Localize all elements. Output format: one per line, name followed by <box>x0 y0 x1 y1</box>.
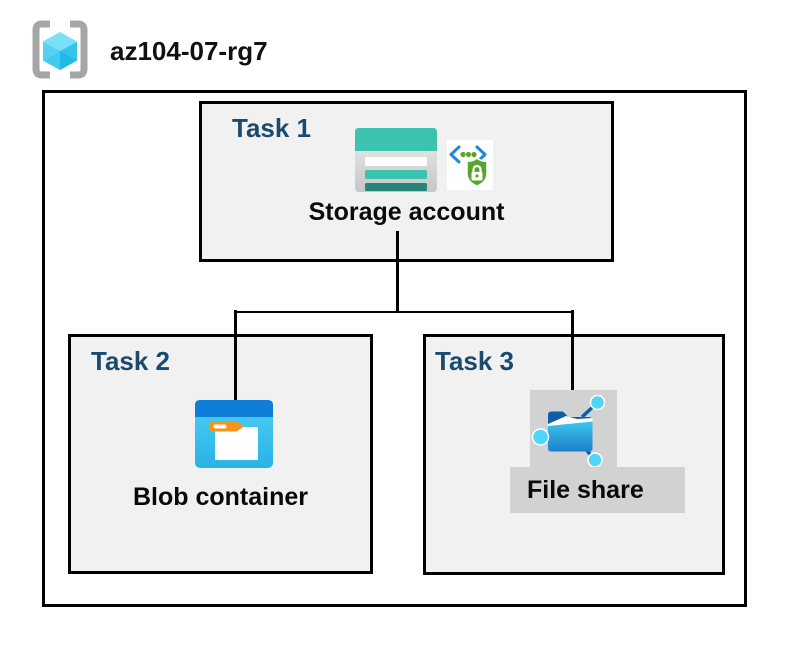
task3-label: Task 3 <box>435 346 515 376</box>
connector-to-file-share <box>571 310 574 390</box>
file-share-label: File share <box>527 475 644 504</box>
connector-horizontal-branch <box>234 310 574 313</box>
resource-group-icon <box>32 20 88 79</box>
task2-box: Task 2 Blob container <box>68 334 373 574</box>
blob-container-icon <box>195 400 273 468</box>
file-share-label-background: File share <box>510 467 685 513</box>
task1-label: Task 1 <box>232 113 312 143</box>
storage-account-icon <box>355 128 437 192</box>
blob-container-label: Blob container <box>132 483 308 511</box>
shared-access-signature-icon <box>447 140 493 190</box>
resource-group-name: az104-07-rg7 <box>110 36 268 66</box>
file-share-icon-background <box>530 390 617 470</box>
task3-box: Task 3 File share <box>423 334 725 575</box>
connector-storage-stem <box>396 231 399 313</box>
task1-box: Task 1 Storage account <box>199 101 614 262</box>
file-share-icon <box>531 394 606 468</box>
storage-account-label: Storage account <box>308 198 505 226</box>
connector-to-blob-container <box>234 310 237 400</box>
task2-label: Task 2 <box>91 346 171 376</box>
